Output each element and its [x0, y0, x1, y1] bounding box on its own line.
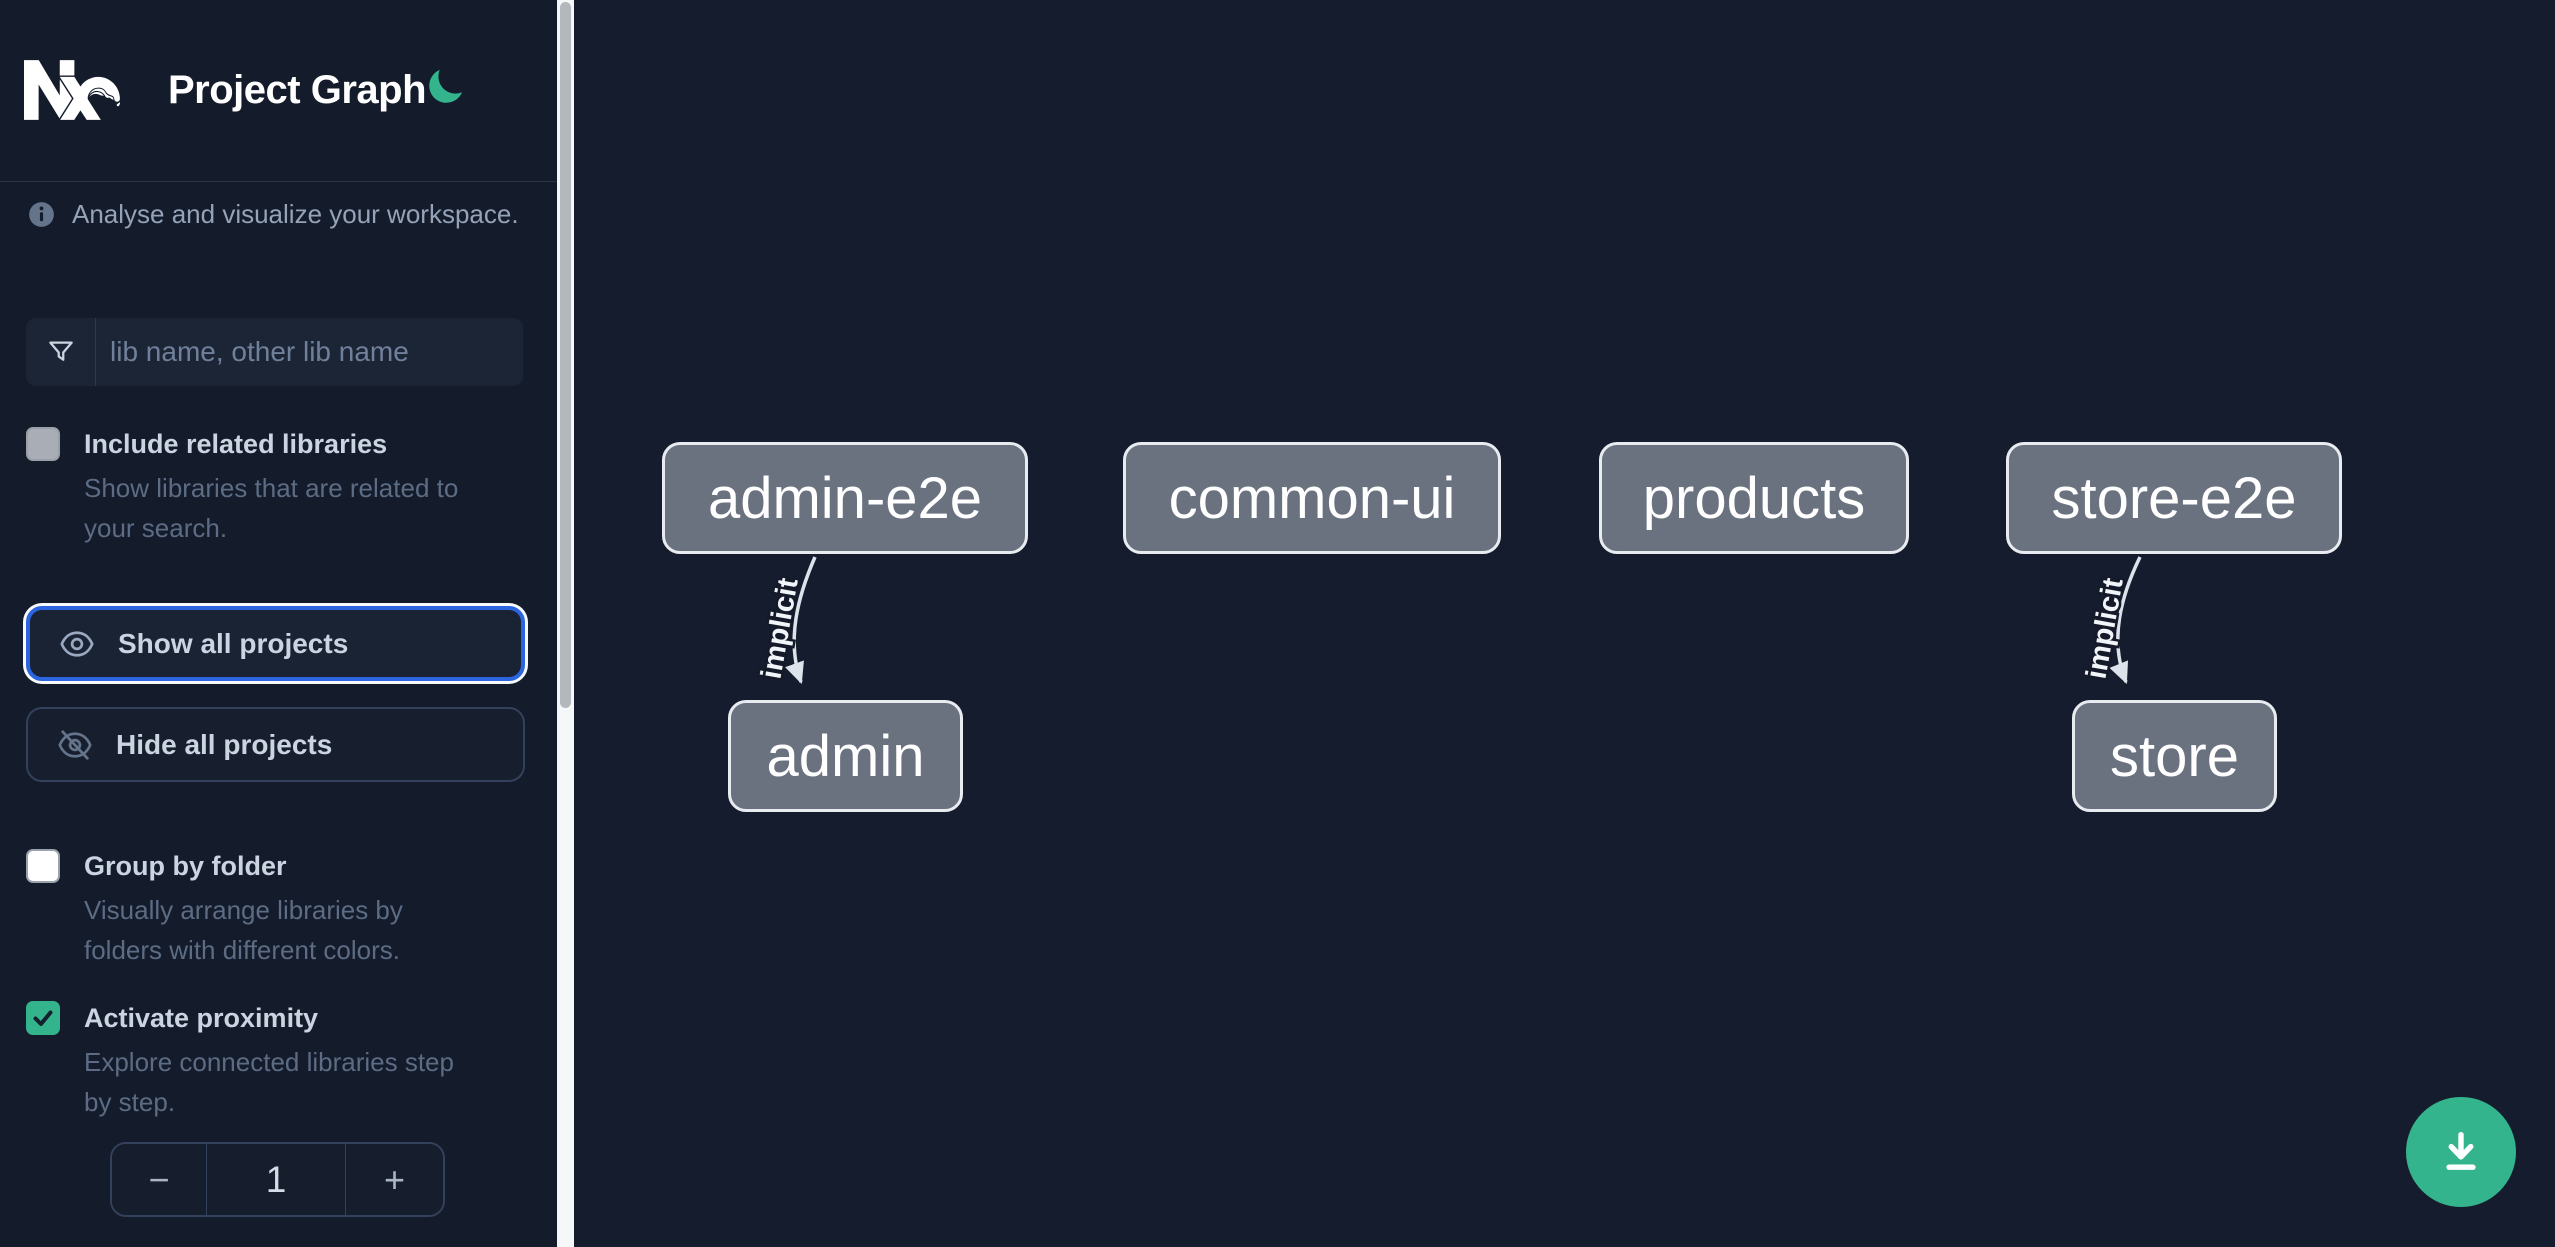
- funnel-icon: [48, 341, 73, 361]
- page-title: Project Graph: [168, 68, 427, 112]
- hide-all-projects-button[interactable]: Hide all projects: [26, 707, 525, 782]
- moon-icon: [429, 69, 463, 103]
- activate-proximity-checkbox[interactable]: [26, 1001, 60, 1035]
- graph-node-common-ui[interactable]: common-ui: [1123, 442, 1501, 554]
- proximity-decrement-button[interactable]: −: [112, 1144, 207, 1215]
- nx-logo-icon: [24, 60, 120, 120]
- header-divider: [0, 181, 557, 182]
- sidebar-scrollbar-thumb[interactable]: [560, 2, 571, 708]
- hide-all-projects-label: Hide all projects: [116, 728, 333, 760]
- funnel-zone: [26, 318, 96, 386]
- include-related-description: Show libraries that are related to your …: [84, 473, 459, 543]
- info-row: Analyse and visualize your workspace.: [28, 199, 528, 230]
- graph-node-store-e2e[interactable]: store-e2e: [2006, 442, 2342, 554]
- graph-node-admin-e2e[interactable]: admin-e2e: [662, 442, 1028, 554]
- eye-icon: [60, 630, 94, 657]
- tagline-text: Analyse and visualize your workspace.: [72, 199, 519, 229]
- eye-slash-icon: [58, 729, 92, 760]
- check-icon: [33, 1010, 53, 1026]
- graph-node-products[interactable]: products: [1599, 442, 1909, 554]
- graph-node-store[interactable]: store: [2072, 700, 2277, 812]
- sidebar-header: Project Graph: [0, 0, 557, 182]
- download-icon: [2446, 1131, 2476, 1170]
- include-related-label: Include related libraries: [84, 429, 388, 459]
- theme-toggle-button[interactable]: [424, 66, 466, 108]
- proximity-stepper: − 1 +: [110, 1142, 445, 1217]
- graph-canvas[interactable]: [574, 0, 2555, 1247]
- sidebar-scrollbar-track: [557, 0, 574, 1247]
- group-by-folder-label: Group by folder: [84, 851, 287, 881]
- search-input[interactable]: [96, 318, 523, 386]
- download-graph-button[interactable]: [2406, 1097, 2516, 1207]
- graph-node-admin[interactable]: admin: [728, 700, 963, 812]
- group-by-folder-description: Visually arrange libraries by folders wi…: [84, 895, 403, 965]
- include-related-checkbox[interactable]: [26, 427, 60, 461]
- info-icon: [29, 202, 54, 227]
- proximity-value[interactable]: 1: [207, 1144, 346, 1215]
- filter-search-box: [26, 318, 523, 386]
- show-all-projects-button[interactable]: Show all projects: [26, 606, 525, 681]
- activate-proximity-label: Activate proximity: [84, 1003, 319, 1033]
- sidebar: Project Graph Analyse and visualize your…: [0, 0, 557, 1247]
- activate-proximity-description: Explore connected libraries step by step…: [84, 1047, 454, 1117]
- proximity-increment-button[interactable]: +: [346, 1144, 443, 1215]
- group-by-folder-checkbox[interactable]: [26, 849, 60, 883]
- show-all-projects-label: Show all projects: [118, 627, 349, 659]
